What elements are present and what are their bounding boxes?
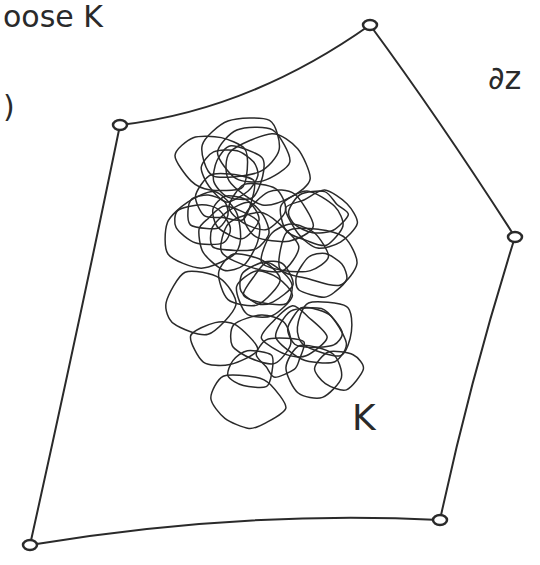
scribble-loop (244, 190, 313, 242)
scribble-loop (279, 228, 357, 285)
puncture-point (433, 515, 447, 525)
scribble-loop (190, 322, 257, 366)
scribble-loop (280, 191, 343, 246)
set-label: K (352, 400, 376, 436)
scribble-loop (296, 253, 347, 297)
scribble-loop (276, 308, 347, 363)
puncture-point (508, 232, 522, 242)
scribble-loop (202, 118, 280, 177)
scribble-loop (229, 184, 286, 230)
heading-fragment: oose K (3, 2, 103, 32)
scribble-loop (261, 306, 327, 357)
scribble-loop (315, 351, 364, 390)
boundary-label: ∂z (488, 62, 521, 94)
margin-fragment: ) (3, 92, 15, 122)
scribble-loop (211, 375, 286, 428)
scribble-loop (288, 307, 343, 347)
puncture-point (113, 120, 127, 130)
scribble-loop (285, 190, 357, 248)
scribble-loop (243, 263, 292, 305)
scribble-loop (240, 261, 293, 304)
region-boundary (30, 25, 515, 545)
scribble-loop (201, 150, 258, 202)
puncture-point (363, 20, 377, 30)
scribble-loop (166, 271, 236, 335)
scribble-loop (286, 345, 342, 398)
puncture-point (23, 540, 37, 550)
scribble-loop (175, 136, 248, 190)
scribble-loop (210, 202, 269, 250)
scribble-loop (199, 206, 260, 271)
scribble-loop (226, 134, 310, 206)
